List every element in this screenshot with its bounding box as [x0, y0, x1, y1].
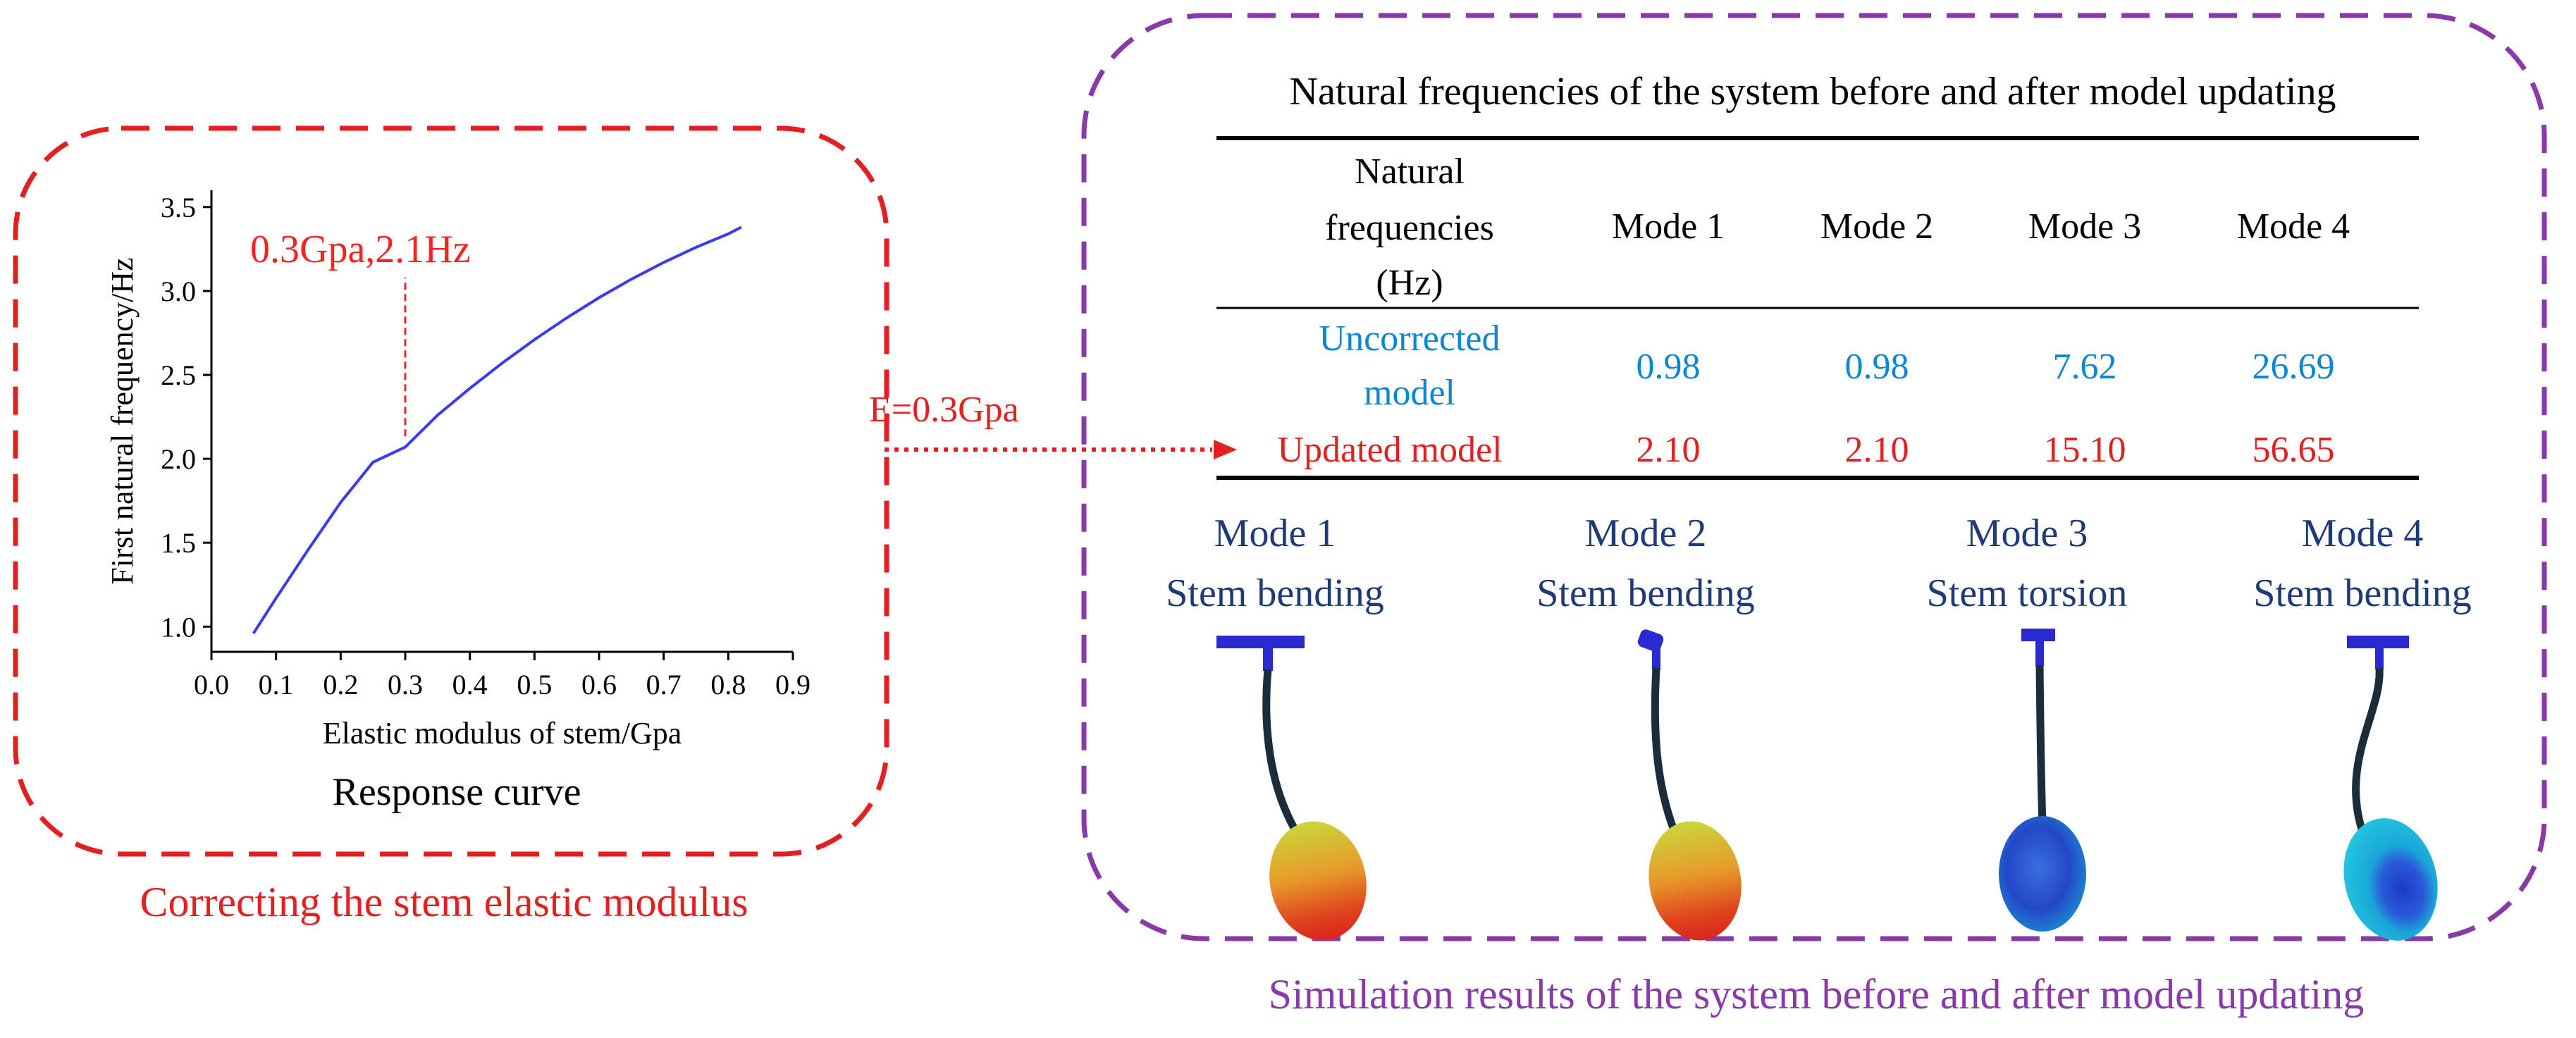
y-tick-label: 2.0 — [161, 443, 196, 475]
mode-2-title: Mode 2 — [1585, 512, 1707, 555]
table-header-line-3: (Hz) — [1376, 263, 1443, 303]
cell-updated-mode-2: 2.10 — [1845, 430, 1909, 470]
column-header-mode-3: Mode 3 — [2028, 206, 2141, 247]
right-panel-caption: Simulation results of the system before … — [1269, 971, 2365, 1018]
mode-1-shape — [1216, 636, 1367, 941]
column-header-mode-4: Mode 4 — [2237, 206, 2350, 247]
row-label-uncorrected-line-1: Uncorrected — [1319, 319, 1500, 359]
mode-2-desc: Stem bending — [1536, 571, 1755, 615]
x-tick-label: 0.6 — [581, 669, 617, 700]
mode-3-title: Mode 3 — [1966, 512, 2088, 555]
x-tick-label: 0.5 — [517, 669, 552, 700]
x-tick-label: 0.2 — [323, 669, 358, 700]
cell-uncorrected-mode-2: 0.98 — [1845, 347, 1909, 387]
cell-uncorrected-mode-1: 0.98 — [1637, 347, 1701, 387]
series-line — [252, 225, 742, 634]
mode-4-shape — [2343, 636, 2438, 941]
frequency-table: Natural frequencies (Hz) Mode 1 Mode 2 M… — [1216, 136, 2419, 480]
column-header-mode-1: Mode 1 — [1612, 206, 1725, 247]
mode-3-desc: Stem torsion — [1927, 571, 2128, 615]
x-tick-label: 0.1 — [259, 669, 294, 700]
mode-4-title: Mode 4 — [2302, 512, 2424, 555]
left-panel-frame — [13, 125, 889, 857]
x-tick-label: 0.3 — [388, 669, 423, 700]
y-tick-label: 3.5 — [161, 192, 196, 223]
response-curve-subtitle: Response curve — [332, 770, 581, 814]
table-header-line-2: frequencies — [1325, 208, 1494, 248]
right-panel-frame — [1081, 13, 2547, 941]
table-header-line-1: Natural — [1355, 152, 1465, 192]
column-header-mode-2: Mode 2 — [1820, 206, 1933, 247]
y-tick-label: 3.0 — [161, 276, 196, 307]
x-tick-label: 0.4 — [452, 669, 488, 700]
mode-3-shape — [1999, 629, 2086, 932]
mode-2-shape — [1637, 629, 1742, 941]
x-tick-label: 0.9 — [775, 669, 811, 700]
mode-1-desc: Stem bending — [1166, 571, 1384, 615]
modulus-arrow-label: E=0.3Gpa — [869, 390, 1019, 430]
cell-uncorrected-mode-3: 7.62 — [2053, 347, 2117, 387]
y-tick-label: 2.5 — [161, 359, 196, 391]
annotation-label: 0.3Gpa,2.1Hz — [250, 228, 471, 271]
y-tick-label: 1.0 — [161, 611, 196, 643]
x-tick-label: 0.0 — [194, 669, 229, 700]
y-tick-label: 1.5 — [161, 527, 196, 559]
cell-updated-mode-3: 15.10 — [2044, 430, 2126, 470]
modulus-arrow-head — [1214, 440, 1237, 459]
cell-updated-mode-4: 56.65 — [2253, 430, 2335, 470]
x-axis-label: Elastic modulus of stem/Gpa — [323, 716, 682, 750]
response-curve-chart: 0.0 0.1 0.2 0.3 0.4 0.5 0.6 0.7 0.8 0.9 1.0 1.5 2.0 2… — [105, 190, 811, 750]
y-axis-label: First natural frequency/Hz — [105, 257, 140, 584]
row-label-updated: Updated model — [1277, 430, 1502, 470]
x-tick-label: 0.8 — [710, 669, 746, 700]
x-tick-label: 0.7 — [646, 669, 682, 700]
row-label-uncorrected-line-2: model — [1364, 373, 1455, 413]
mode-4-desc: Stem bending — [2253, 571, 2472, 615]
cell-uncorrected-mode-4: 26.69 — [2253, 347, 2335, 387]
mode-1-title: Mode 1 — [1214, 512, 1336, 555]
table-title: Natural frequencies of the system before… — [1290, 70, 2336, 113]
cell-updated-mode-1: 2.10 — [1637, 430, 1701, 470]
left-panel-caption: Correcting the stem elastic modulus — [140, 879, 748, 925]
